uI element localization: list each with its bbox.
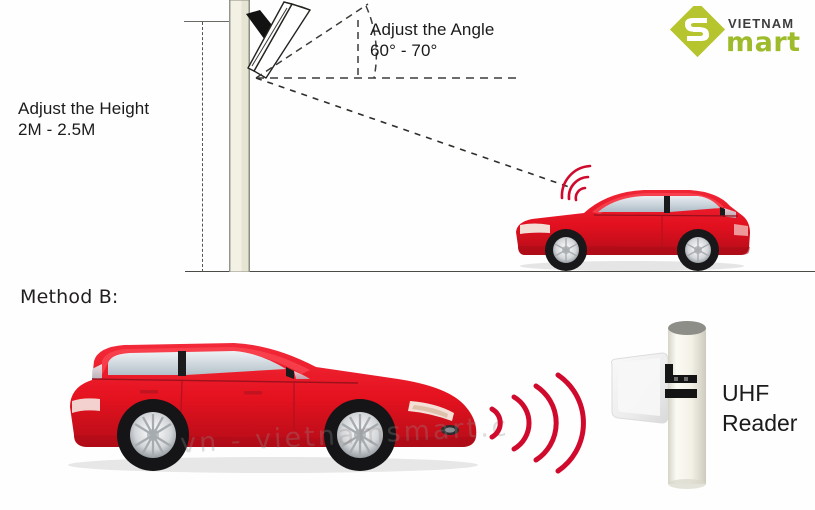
uhf-reader-assembly — [611, 321, 706, 489]
angle-indicator-method-a — [255, 3, 520, 79]
uhf-reader-label: UHF Reader — [722, 380, 798, 436]
mounting-pole — [229, 0, 250, 272]
height-reference-line — [184, 21, 230, 23]
rf-waves-method-a — [560, 164, 592, 202]
height-annotation: Adjust the Height 2M - 2.5M — [18, 99, 150, 139]
ground-line-method-a — [185, 271, 815, 273]
logo-brand-bottom: mart — [726, 27, 801, 58]
height-dashed-line — [202, 22, 203, 272]
vehicle-method-b — [68, 343, 478, 473]
brand-logo: VIETNAM mart — [662, 1, 812, 68]
logo-brand-top: VIETNAM — [728, 16, 794, 31]
antenna-assembly-method-a — [246, 1, 311, 79]
method-b-label: Method B: — [20, 286, 119, 308]
beam-dashed-line — [255, 77, 573, 189]
angle-annotation: Adjust the Angle 60° - 70° — [370, 20, 495, 60]
vehicle-method-a — [516, 190, 750, 271]
rf-waves-method-b — [489, 372, 586, 474]
